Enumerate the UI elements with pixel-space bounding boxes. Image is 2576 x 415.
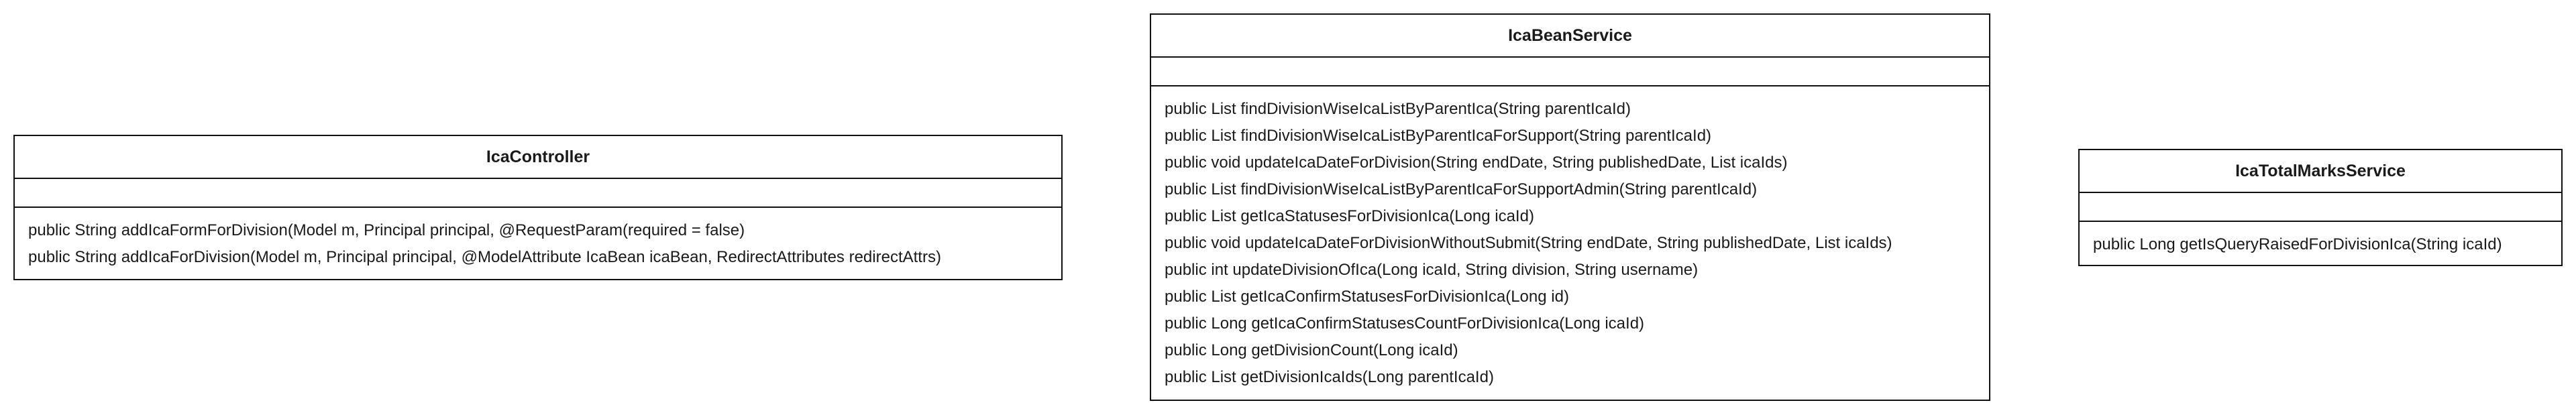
method-item: public List findDivisionWiseIcaListByPar… [1165,127,1712,145]
method-item: public String addIcaForDivision(Model m,… [28,248,941,266]
method-item: public void updateIcaDateForDivision(Str… [1165,154,1788,172]
method-item: public List findDivisionWiseIcaListByPar… [1165,100,1631,118]
class-name: IcaBeanService [1151,15,1989,58]
method-item: public int updateDivisionOfIca(Long icaI… [1165,261,1699,279]
method-item: public String addIcaFormForDivision(Mode… [28,221,745,239]
attributes-compartment [1151,58,1989,86]
method-item: public List findDivisionWiseIcaListByPar… [1165,180,1758,198]
attributes-compartment [15,179,1061,208]
class-name: IcaController [15,136,1061,179]
method-item: public List getIcaConfirmStatusesForDivi… [1165,288,1569,306]
class-box-ica-controller: IcaController public String addIcaFormFo… [13,135,1063,280]
methods-compartment: public List findDivisionWiseIcaListByPar… [1151,86,1989,391]
method-item: public void updateIcaDateForDivisionWith… [1165,234,1892,252]
class-box-ica-total-marks-service: IcaTotalMarksService public Long getIsQu… [2078,149,2563,266]
methods-compartment: public Long getIsQueryRaisedForDivisionI… [2080,222,2561,258]
class-name: IcaTotalMarksService [2080,150,2561,193]
method-item: public Long getIsQueryRaisedForDivisionI… [2093,235,2502,253]
method-item: public List getIcaStatusesForDivisionIca… [1165,207,1534,225]
methods-compartment: public String addIcaFormForDivision(Mode… [15,208,1061,271]
method-item: public Long getIcaConfirmStatusesCountFo… [1165,314,1645,333]
method-item: public Long getDivisionCount(Long icaId) [1165,341,1458,359]
class-box-ica-bean-service: IcaBeanService public List findDivisionW… [1150,13,1990,401]
method-item: public List getDivisionIcaIds(Long paren… [1165,368,1494,386]
attributes-compartment [2080,193,2561,222]
